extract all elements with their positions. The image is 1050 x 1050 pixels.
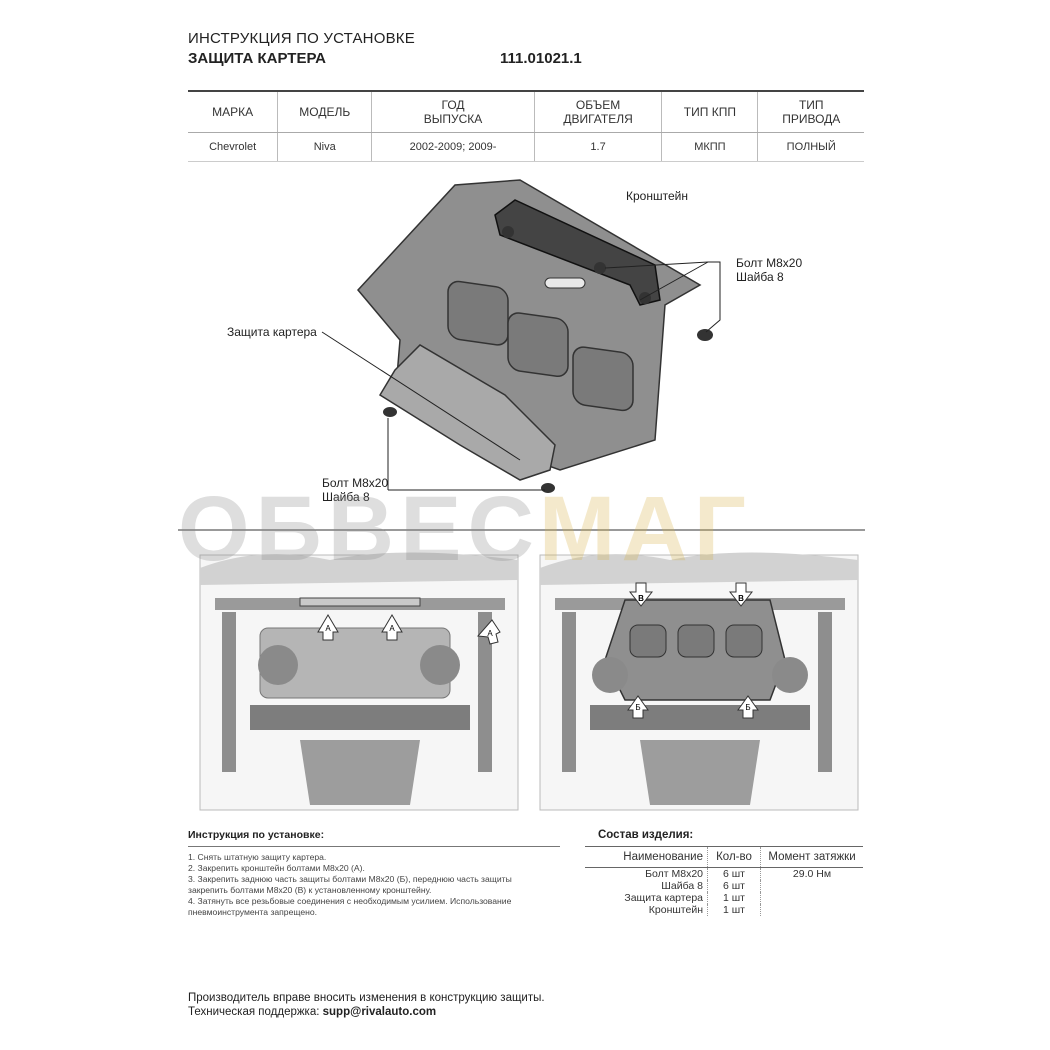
- composition-cell-name: Защита картера: [624, 892, 703, 904]
- composition-heading: Состав изделия:: [598, 829, 694, 841]
- composition-cell-name: Болт М8х20: [645, 868, 703, 880]
- composition-row: Шайба 8 6 шт: [585, 880, 863, 892]
- composition-cell-name: Кронштейн: [648, 904, 703, 916]
- composition-header-qty: Кол-во: [707, 846, 761, 868]
- spec-header-model: МОДЕЛЬ: [277, 90, 372, 133]
- instruction-step: 3. Закрепить заднюю часть защиты болтами…: [188, 874, 512, 884]
- spec-cell-model: Niva: [277, 132, 372, 162]
- spec-header-year: ГОД ВЫПУСКА: [371, 90, 535, 133]
- arrow-marker-v1: В: [628, 582, 654, 607]
- label-bolt-bottom: Болт М8х20: [322, 476, 389, 490]
- composition-cell-torque: [760, 892, 863, 904]
- composition-cell-qty: 6 шт: [707, 867, 761, 880]
- spec-cell-engine: 1.7: [533, 132, 662, 162]
- instructions-divider: [188, 846, 560, 847]
- label-washer-bottom: Шайба 8: [322, 490, 370, 504]
- composition-table: Наименование Кол-во Момент затяжки Болт …: [585, 846, 863, 916]
- marker-label: А: [389, 624, 395, 633]
- spec-header-row: МАРКА МОДЕЛЬ ГОД ВЫПУСКА ОБЪЕМ ДВИГАТЕЛЯ…: [188, 90, 864, 133]
- photo-panel-right: [539, 552, 859, 811]
- bolt-left-icon: [383, 407, 397, 417]
- photo-panel-left: [199, 552, 519, 811]
- spec-cell-brand: Chevrolet: [188, 132, 278, 162]
- marker-label: Б: [745, 703, 750, 712]
- composition-cell-qty: 6 шт: [707, 880, 761, 892]
- arrow-marker-a2: А: [381, 614, 403, 641]
- arrow-marker-b2: Б: [737, 695, 759, 719]
- label-washer-top: Шайба 8: [736, 270, 784, 284]
- product-name: ЗАЩИТА КАРТЕРА: [188, 50, 326, 67]
- watermark: ОБВЕСМАГ: [178, 477, 752, 582]
- spec-data-row: Chevrolet Niva 2002-2009; 2009- 1.7 МКПП…: [188, 132, 864, 162]
- spec-cell-gearbox: МКПП: [661, 132, 758, 162]
- instruction-step: закрепить болтами М8х20 (В) к установлен…: [188, 885, 432, 895]
- support-email[interactable]: supp@rivalauto.com: [322, 1006, 437, 1018]
- label-guard: Защита картера: [227, 325, 317, 339]
- document-title: ИНСТРУКЦИЯ ПО УСТАНОВКЕ: [188, 30, 415, 47]
- footer-support: Техническая поддержка: supp@rivalauto.co…: [188, 1006, 436, 1018]
- marker-label: А: [325, 624, 331, 633]
- spec-header-brand: МАРКА: [188, 90, 278, 133]
- instruction-step: 4. Затянуть все резьбовые соединения с н…: [188, 896, 512, 906]
- spec-cell-drive: ПОЛНЫЙ: [757, 132, 864, 162]
- spec-header-drive: ТИП ПРИВОДА: [757, 90, 864, 133]
- marker-label: А: [487, 629, 493, 638]
- spec-header-engine: ОБЪЕМ ДВИГАТЕЛЯ: [533, 90, 662, 133]
- instruction-step: пневмоинструмента запрещено.: [188, 907, 318, 917]
- label-bolt-top: Болт М8х20: [736, 256, 803, 270]
- bolt-top-icon: [697, 329, 713, 341]
- instructions-heading: Инструкция по установке:: [188, 829, 325, 841]
- composition-cell-name: Шайба 8: [661, 880, 703, 892]
- composition-row: Болт М8х20 6 шт 29.0 Нм: [585, 867, 863, 880]
- arrow-marker-a3: А: [476, 619, 501, 645]
- support-label: Техническая поддержка:: [188, 1006, 320, 1018]
- product-code: 111.01021.1: [500, 50, 582, 67]
- composition-cell-torque: [760, 880, 863, 892]
- composition-header-torque: Момент затяжки: [760, 846, 863, 868]
- marker-label: В: [738, 594, 744, 603]
- composition-cell-torque: [760, 904, 863, 916]
- arrow-marker-v2: В: [728, 582, 754, 607]
- bracket-illustration: [494, 199, 661, 306]
- composition-row: Защита картера 1 шт: [585, 892, 863, 904]
- instructions-list: 1. Снять штатную защиту картера. 2. Закр…: [188, 852, 568, 918]
- composition-header-name: Наименование: [585, 846, 708, 868]
- composition-row: Кронштейн 1 шт: [585, 904, 863, 916]
- marker-label: В: [638, 594, 644, 603]
- vehicle-spec-table: МАРКА МОДЕЛЬ ГОД ВЫПУСКА ОБЪЕМ ДВИГАТЕЛЯ…: [188, 90, 864, 162]
- composition-cell-qty: 1 шт: [707, 904, 761, 916]
- spec-cell-year: 2002-2009; 2009-: [371, 132, 535, 162]
- leader-lines: [321, 261, 721, 491]
- instruction-step: 2. Закрепить кронштейн болтами М8х20 (А)…: [188, 863, 365, 873]
- arrow-marker-a1: А: [317, 614, 339, 641]
- composition-cell-qty: 1 шт: [707, 892, 761, 904]
- composition-header-row: Наименование Кол-во Момент затяжки: [585, 846, 863, 868]
- label-bracket: Кронштейн: [626, 189, 688, 203]
- spec-header-gearbox: ТИП КПП: [661, 90, 758, 133]
- arrow-marker-b1: Б: [627, 695, 649, 719]
- watermark-part2: МАГ: [538, 478, 752, 580]
- marker-label: Б: [635, 703, 640, 712]
- watermark-part1: ОБВЕС: [178, 478, 539, 580]
- footer-disclaimer: Производитель вправе вносить изменения в…: [188, 992, 545, 1004]
- instruction-step: 1. Снять штатную защиту картера.: [188, 852, 327, 862]
- composition-cell-torque: 29.0 Нм: [760, 867, 863, 880]
